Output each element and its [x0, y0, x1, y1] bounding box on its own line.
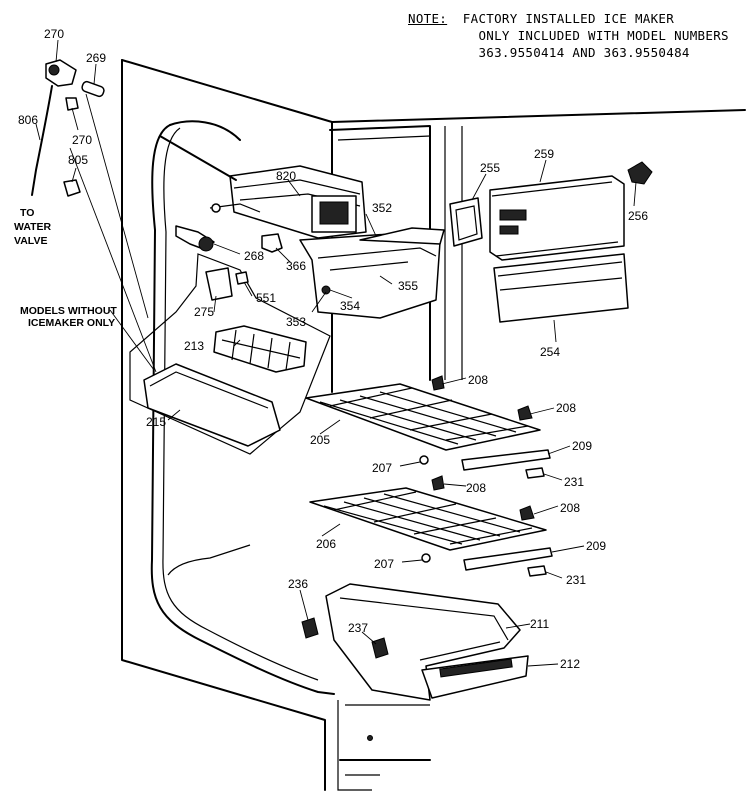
callout-207a: 207 [372, 461, 392, 475]
callout-211: 211 [530, 617, 549, 631]
callout-207b: 207 [374, 557, 394, 571]
part-256 [627, 161, 653, 185]
callout-208d: 208 [560, 501, 580, 515]
callout-805: 805 [68, 153, 88, 167]
alt-ice-group [129, 253, 331, 455]
callout-208b: 208 [556, 401, 576, 415]
callout-259: 259 [534, 147, 554, 161]
water-valve-label-2: WATER [14, 221, 52, 233]
callout-236: 236 [288, 577, 308, 591]
part-254 [493, 253, 629, 323]
part-255 [449, 197, 483, 247]
callout-256: 256 [628, 209, 648, 223]
part-366 [261, 233, 283, 253]
note-prefix: NOTE: [408, 11, 448, 26]
callout-254: 254 [540, 345, 560, 359]
water-fill-assembly [31, 59, 105, 197]
models-without-label-1: MODELS WITHOUT [20, 305, 117, 317]
callout-231b: 231 [566, 573, 586, 587]
callout-551: 551 [256, 291, 276, 305]
callout-366: 366 [286, 259, 306, 273]
part-268 [175, 225, 215, 252]
callout-231a: 231 [564, 475, 584, 489]
note-line-3: 363.9550414 AND 363.9550484 [478, 45, 690, 60]
rail-209a [461, 449, 551, 471]
parts-236-237 [301, 617, 389, 659]
callout-206: 206 [316, 537, 336, 551]
note-line-2: ONLY INCLUDED WITH MODEL NUMBERS [478, 28, 729, 43]
ice-maker-820 [159, 135, 367, 239]
water-valve-label-1: TO [20, 207, 34, 219]
factory-ice-maker-note: NOTE: FACTORY INSTALLED ICE MAKER ONLY I… [408, 10, 729, 61]
callout-270b: 270 [72, 133, 92, 147]
callout-208a: 208 [468, 373, 488, 387]
crisper-pan-211 [325, 583, 529, 701]
note-line-1: FACTORY INSTALLED ICE MAKER [462, 11, 675, 26]
callout-355: 355 [398, 279, 418, 293]
shelf-supports [419, 375, 547, 577]
callout-275: 275 [194, 305, 214, 319]
cabinet-liner [121, 59, 746, 791]
leader-lines [35, 39, 637, 667]
shelf-206 [309, 487, 547, 551]
callout-237: 237 [348, 621, 368, 635]
ice-bin-355 [299, 227, 445, 319]
callout-268: 268 [244, 249, 264, 263]
callout-270: 270 [44, 27, 64, 41]
callout-205: 205 [310, 433, 330, 447]
callout-353: 353 [286, 315, 306, 329]
callout-806: 806 [18, 113, 38, 127]
callout-352: 352 [372, 201, 392, 215]
callout-213: 213 [184, 339, 204, 353]
callout-269: 269 [86, 51, 106, 65]
callout-208c: 208 [466, 481, 486, 495]
callout-255: 255 [480, 161, 500, 175]
callout-labels: 270 269 806 270 805 TO WATER VALVE 820 3… [14, 27, 648, 671]
shelf-205 [305, 383, 541, 451]
callout-820: 820 [276, 169, 296, 183]
callout-209a: 209 [572, 439, 592, 453]
callout-209b: 209 [586, 539, 606, 553]
models-without-label-2: ICEMAKER ONLY [28, 317, 115, 329]
callout-354: 354 [340, 299, 360, 313]
rail-209b [463, 547, 553, 571]
water-valve-label-3: VALVE [14, 235, 47, 247]
callout-215: 215 [146, 415, 166, 429]
panel-259 [489, 175, 625, 261]
callout-212: 212 [560, 657, 580, 671]
